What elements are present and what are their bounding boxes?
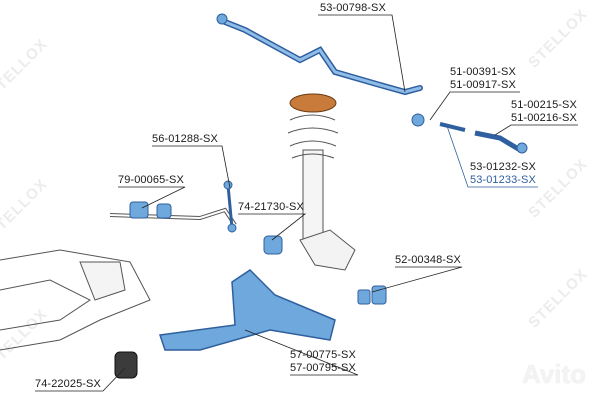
inner-joint [411, 113, 425, 127]
part-label: 51-00391-SX [450, 66, 516, 78]
strut-mount [289, 93, 337, 113]
tie-rod-end [474, 130, 522, 153]
arm-bushing [114, 351, 138, 379]
part-label: 51-00215-SX [511, 99, 577, 111]
part-label: 79-00065-SX [118, 174, 184, 186]
part-label: 51-00917-SX [450, 79, 516, 91]
part-label: 53-00798-SX [320, 2, 386, 14]
tie-rod-assembly [222, 19, 423, 96]
control-arm [159, 269, 336, 351]
part-label: 51-00216-SX [511, 112, 577, 124]
part-label: 52-00348-SX [395, 254, 461, 266]
ball-joint [357, 285, 387, 305]
part-label: 57-00775-SX [290, 349, 356, 361]
part-label: 53-01232-SX [470, 161, 536, 173]
link-bushing [263, 235, 283, 255]
leader-lines [35, 14, 578, 392]
avito-watermark: Avito [521, 359, 586, 389]
subframe [0, 249, 151, 351]
part-label: 74-21730-SX [238, 201, 304, 213]
part-label-highlighted: 53-01233-SX [470, 174, 536, 186]
part-label: 74-22025-SX [35, 378, 101, 390]
tie-rod [439, 122, 466, 132]
part-label: 57-00795-SX [290, 362, 356, 374]
stabilizer-bushing [129, 201, 149, 219]
strut [287, 114, 356, 271]
part-label: 56-01288-SX [152, 133, 218, 145]
stabilizer-link [226, 184, 234, 229]
